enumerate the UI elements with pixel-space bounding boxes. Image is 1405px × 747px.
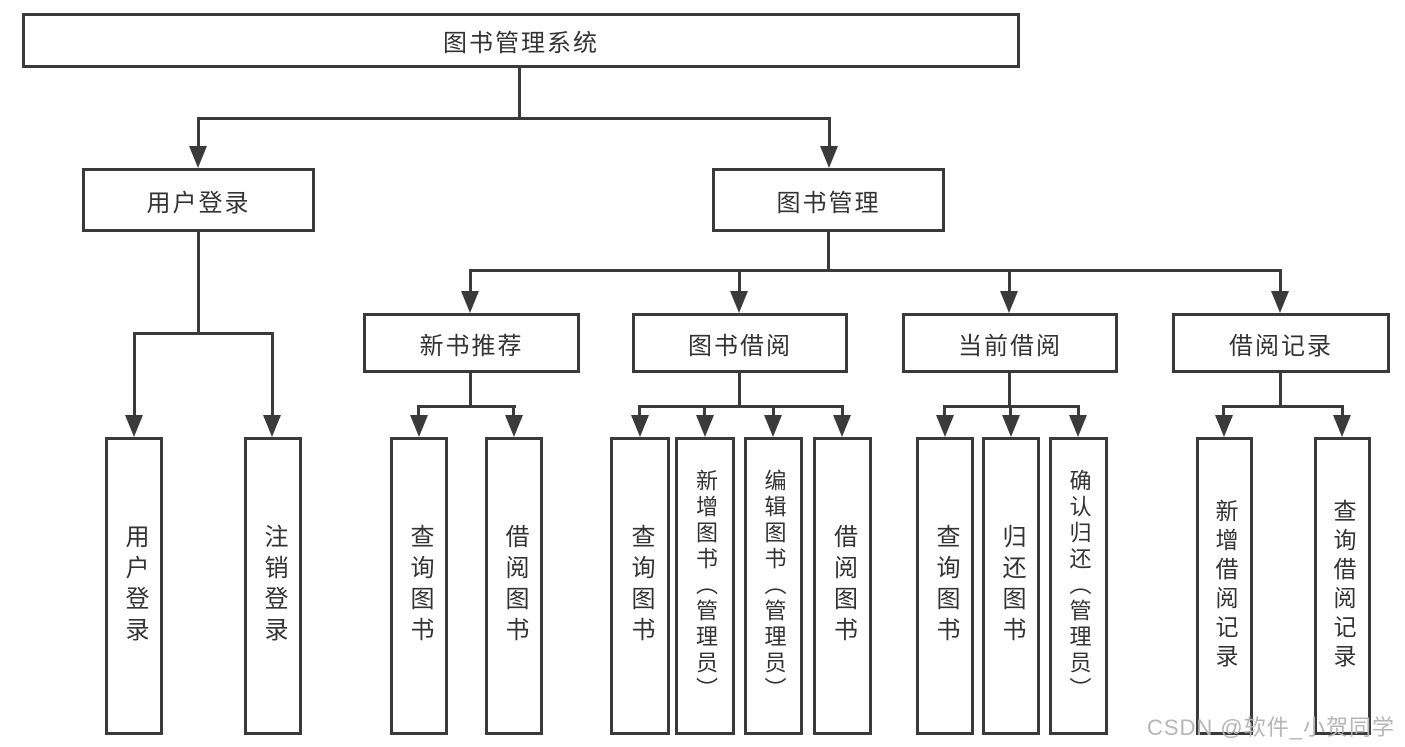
arrow-down-icon — [1002, 415, 1020, 437]
connector-stem-leaf — [943, 405, 946, 419]
connector-stem-leaf — [841, 405, 844, 419]
connector-br-stem — [1279, 373, 1282, 408]
arrow-down-icon — [1069, 415, 1087, 437]
leaf-logout-label: 注销登录 — [260, 524, 287, 648]
connector-stem-current-borrow — [1008, 269, 1011, 295]
connector-stem-leaf — [638, 405, 641, 419]
node-book-borrow-label: 图书借阅 — [688, 332, 792, 360]
connector-stem-leaf — [512, 405, 515, 419]
leaf-bb-add-book-label: 新增图书（管理员） — [693, 469, 718, 703]
leaf-bb-query-book-label: 查询图书 — [627, 524, 654, 648]
leaf-br-query-record: 查询借阅记录 — [1314, 437, 1371, 735]
connector-stem-leaf — [417, 405, 420, 419]
connector-bb-distribution — [638, 405, 843, 408]
leaf-bb-edit-book: 编辑图书（管理员） — [744, 437, 803, 735]
leaf-br-add-record: 新增借阅记录 — [1196, 437, 1253, 735]
node-borrow-record: 借阅记录 — [1172, 313, 1390, 373]
arrow-down-icon — [410, 415, 428, 437]
arrow-down-icon — [125, 415, 143, 437]
connector-book-mgmt-stem — [827, 232, 830, 272]
connector-cb-stem — [1008, 373, 1011, 408]
leaf-rec-query-book: 查询图书 — [390, 437, 448, 735]
node-new-book-rec-label: 新书推荐 — [419, 332, 524, 360]
arrow-down-icon — [189, 146, 207, 168]
arrow-down-icon — [1271, 291, 1289, 313]
connector-stem-leaf — [1222, 405, 1225, 419]
node-root: 图书管理系统 — [22, 13, 1020, 68]
arrow-down-icon — [1215, 415, 1233, 437]
connector-user-login-distribution — [133, 332, 274, 335]
leaf-cb-query-book: 查询图书 — [916, 437, 974, 735]
leaf-bb-edit-book-label: 编辑图书（管理员） — [761, 469, 787, 703]
connector-stem-leaf — [703, 405, 706, 419]
leaf-logout: 注销登录 — [244, 437, 302, 735]
node-root-label: 图书管理系统 — [443, 30, 599, 57]
connector-stem-new-book-rec — [469, 269, 472, 295]
connector-stem-leaf — [1009, 405, 1012, 419]
connector-stem-leaf — [1077, 405, 1080, 419]
node-new-book-rec: 新书推荐 — [363, 313, 580, 373]
connector-stem-leaf — [133, 332, 136, 418]
connector-book-mgmt-distribution — [469, 269, 1281, 272]
leaf-bb-query-book: 查询图书 — [610, 437, 670, 735]
leaf-cb-confirm-return: 确认归还（管理员） — [1049, 437, 1108, 735]
connector-stem-book-mgmt — [828, 117, 831, 149]
arrow-down-icon — [936, 415, 954, 437]
leaf-rec-borrow-book: 借阅图书 — [485, 437, 543, 735]
arrow-down-icon — [833, 415, 851, 437]
leaf-br-query-record-label: 查询借阅记录 — [1330, 499, 1356, 673]
arrow-down-icon — [820, 146, 838, 168]
connector-rec-distribution — [417, 405, 516, 408]
node-book-mgmt-label: 图书管理 — [776, 189, 881, 217]
leaf-cb-return-book: 归还图书 — [982, 437, 1040, 735]
arrow-down-icon — [505, 415, 523, 437]
leaf-cb-return-book-label: 归还图书 — [998, 524, 1025, 648]
arrow-down-icon — [263, 415, 281, 437]
leaf-user-login-label: 用户登录 — [121, 524, 148, 648]
arrow-down-icon — [764, 415, 782, 437]
connector-stem-leaf — [271, 332, 274, 418]
connector-stem-leaf — [772, 405, 775, 419]
leaf-rec-borrow-book-label: 借阅图书 — [501, 524, 528, 648]
leaf-cb-query-book-label: 查询图书 — [932, 524, 959, 648]
arrow-down-icon — [1333, 415, 1351, 437]
connector-bb-stem — [738, 373, 741, 408]
arrow-down-icon — [730, 291, 748, 313]
connector-user-login-stem — [197, 232, 200, 335]
connector-stem-borrow-record — [1279, 269, 1282, 295]
node-book-mgmt: 图书管理 — [712, 168, 945, 232]
arrow-down-icon — [1000, 291, 1018, 313]
leaf-user-login: 用户登录 — [105, 437, 163, 735]
node-current-borrow: 当前借阅 — [902, 313, 1118, 373]
arrow-down-icon — [696, 415, 714, 437]
connector-stem-leaf — [1341, 405, 1344, 419]
connector-root-stem — [518, 68, 521, 120]
leaf-rec-query-book-label: 查询图书 — [406, 524, 433, 648]
node-user-login: 用户登录 — [82, 168, 315, 232]
leaf-br-add-record-label: 新增借阅记录 — [1212, 499, 1238, 673]
connector-stem-book-borrow — [738, 269, 741, 295]
node-borrow-record-label: 借阅记录 — [1229, 332, 1333, 360]
node-book-borrow: 图书借阅 — [632, 313, 848, 373]
csdn-watermark: CSDN @软件_小贺同学 — [1146, 715, 1395, 740]
leaf-bb-add-book: 新增图书（管理员） — [675, 437, 735, 735]
node-user-login-label: 用户登录 — [146, 189, 251, 217]
connector-stem-user-login — [197, 117, 200, 149]
arrow-down-icon — [631, 415, 649, 437]
connector-rec-stem — [469, 373, 472, 408]
connector-br-distribution — [1222, 405, 1343, 408]
leaf-cb-confirm-return-label: 确认归还（管理员） — [1066, 469, 1092, 703]
leaf-bb-borrow-book-label: 借阅图书 — [829, 524, 857, 648]
node-current-borrow-label: 当前借阅 — [958, 332, 1062, 360]
leaf-bb-borrow-book: 借阅图书 — [813, 437, 872, 735]
connector-root-distribution — [197, 117, 831, 120]
arrow-down-icon — [461, 291, 479, 313]
